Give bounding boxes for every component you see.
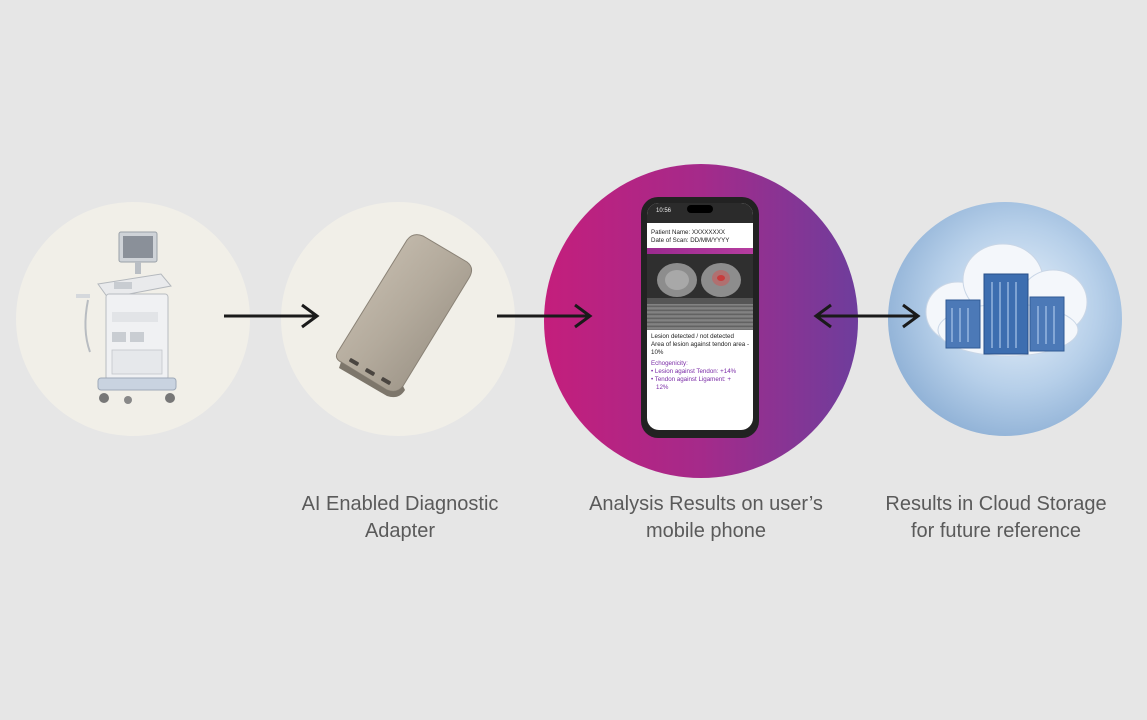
cloud-server-icon (925, 243, 1088, 357)
echogenicity-item-2: • Tendon against Ligament: + (651, 376, 731, 383)
ultrasound-machine-circle (16, 202, 250, 436)
ultrasound-strip-image (647, 304, 753, 330)
arrow-phone-cloud-bidirectional (813, 303, 921, 329)
phone-screen: 10:56 Patient Name: XXXXXXXX Date of Sca… (647, 203, 753, 430)
lesion-status: Lesion detected / not detected (651, 333, 734, 340)
phone-circle: 10:56 Patient Name: XXXXXXXX Date of Sca… (544, 164, 858, 478)
echogenicity-title: Echogenicity: (651, 360, 688, 367)
status-time: 10:56 (656, 208, 672, 214)
phone-status-bar: 10:56 (647, 203, 753, 223)
caption-cloud-storage: Results in Cloud Storage for future refe… (885, 493, 1107, 542)
arrow-machine-to-adapter (224, 303, 320, 329)
mobile-phone: 10:56 Patient Name: XXXXXXXX Date of Sca… (641, 197, 759, 438)
date-of-scan: Date of Scan: DD/MM/YYYY (651, 237, 730, 244)
echogenicity-item-1: • Lesion against Tendon: +14% (651, 368, 737, 375)
caption-mobile-phone: Analysis Results on user’s mobile phone (589, 493, 823, 542)
echogenicity-item-2-cont: 12% (656, 384, 669, 391)
ultrasound-scan-image (647, 254, 753, 304)
arrow-adapter-to-phone (497, 303, 593, 329)
cloud-storage-circle (888, 202, 1122, 436)
ultrasound-machine-icon (76, 231, 177, 404)
adapter-device-icon (335, 234, 473, 398)
phone-notch (687, 205, 713, 213)
adapter-circle (281, 202, 515, 436)
area-line-2: 10% (651, 349, 664, 356)
patient-name: Patient Name: XXXXXXXX (651, 229, 725, 236)
caption-adapter: AI Enabled Diagnostic Adapter (301, 493, 499, 542)
header-bar (647, 248, 753, 254)
area-line-1: Area of lesion against tendon area - (651, 341, 750, 348)
